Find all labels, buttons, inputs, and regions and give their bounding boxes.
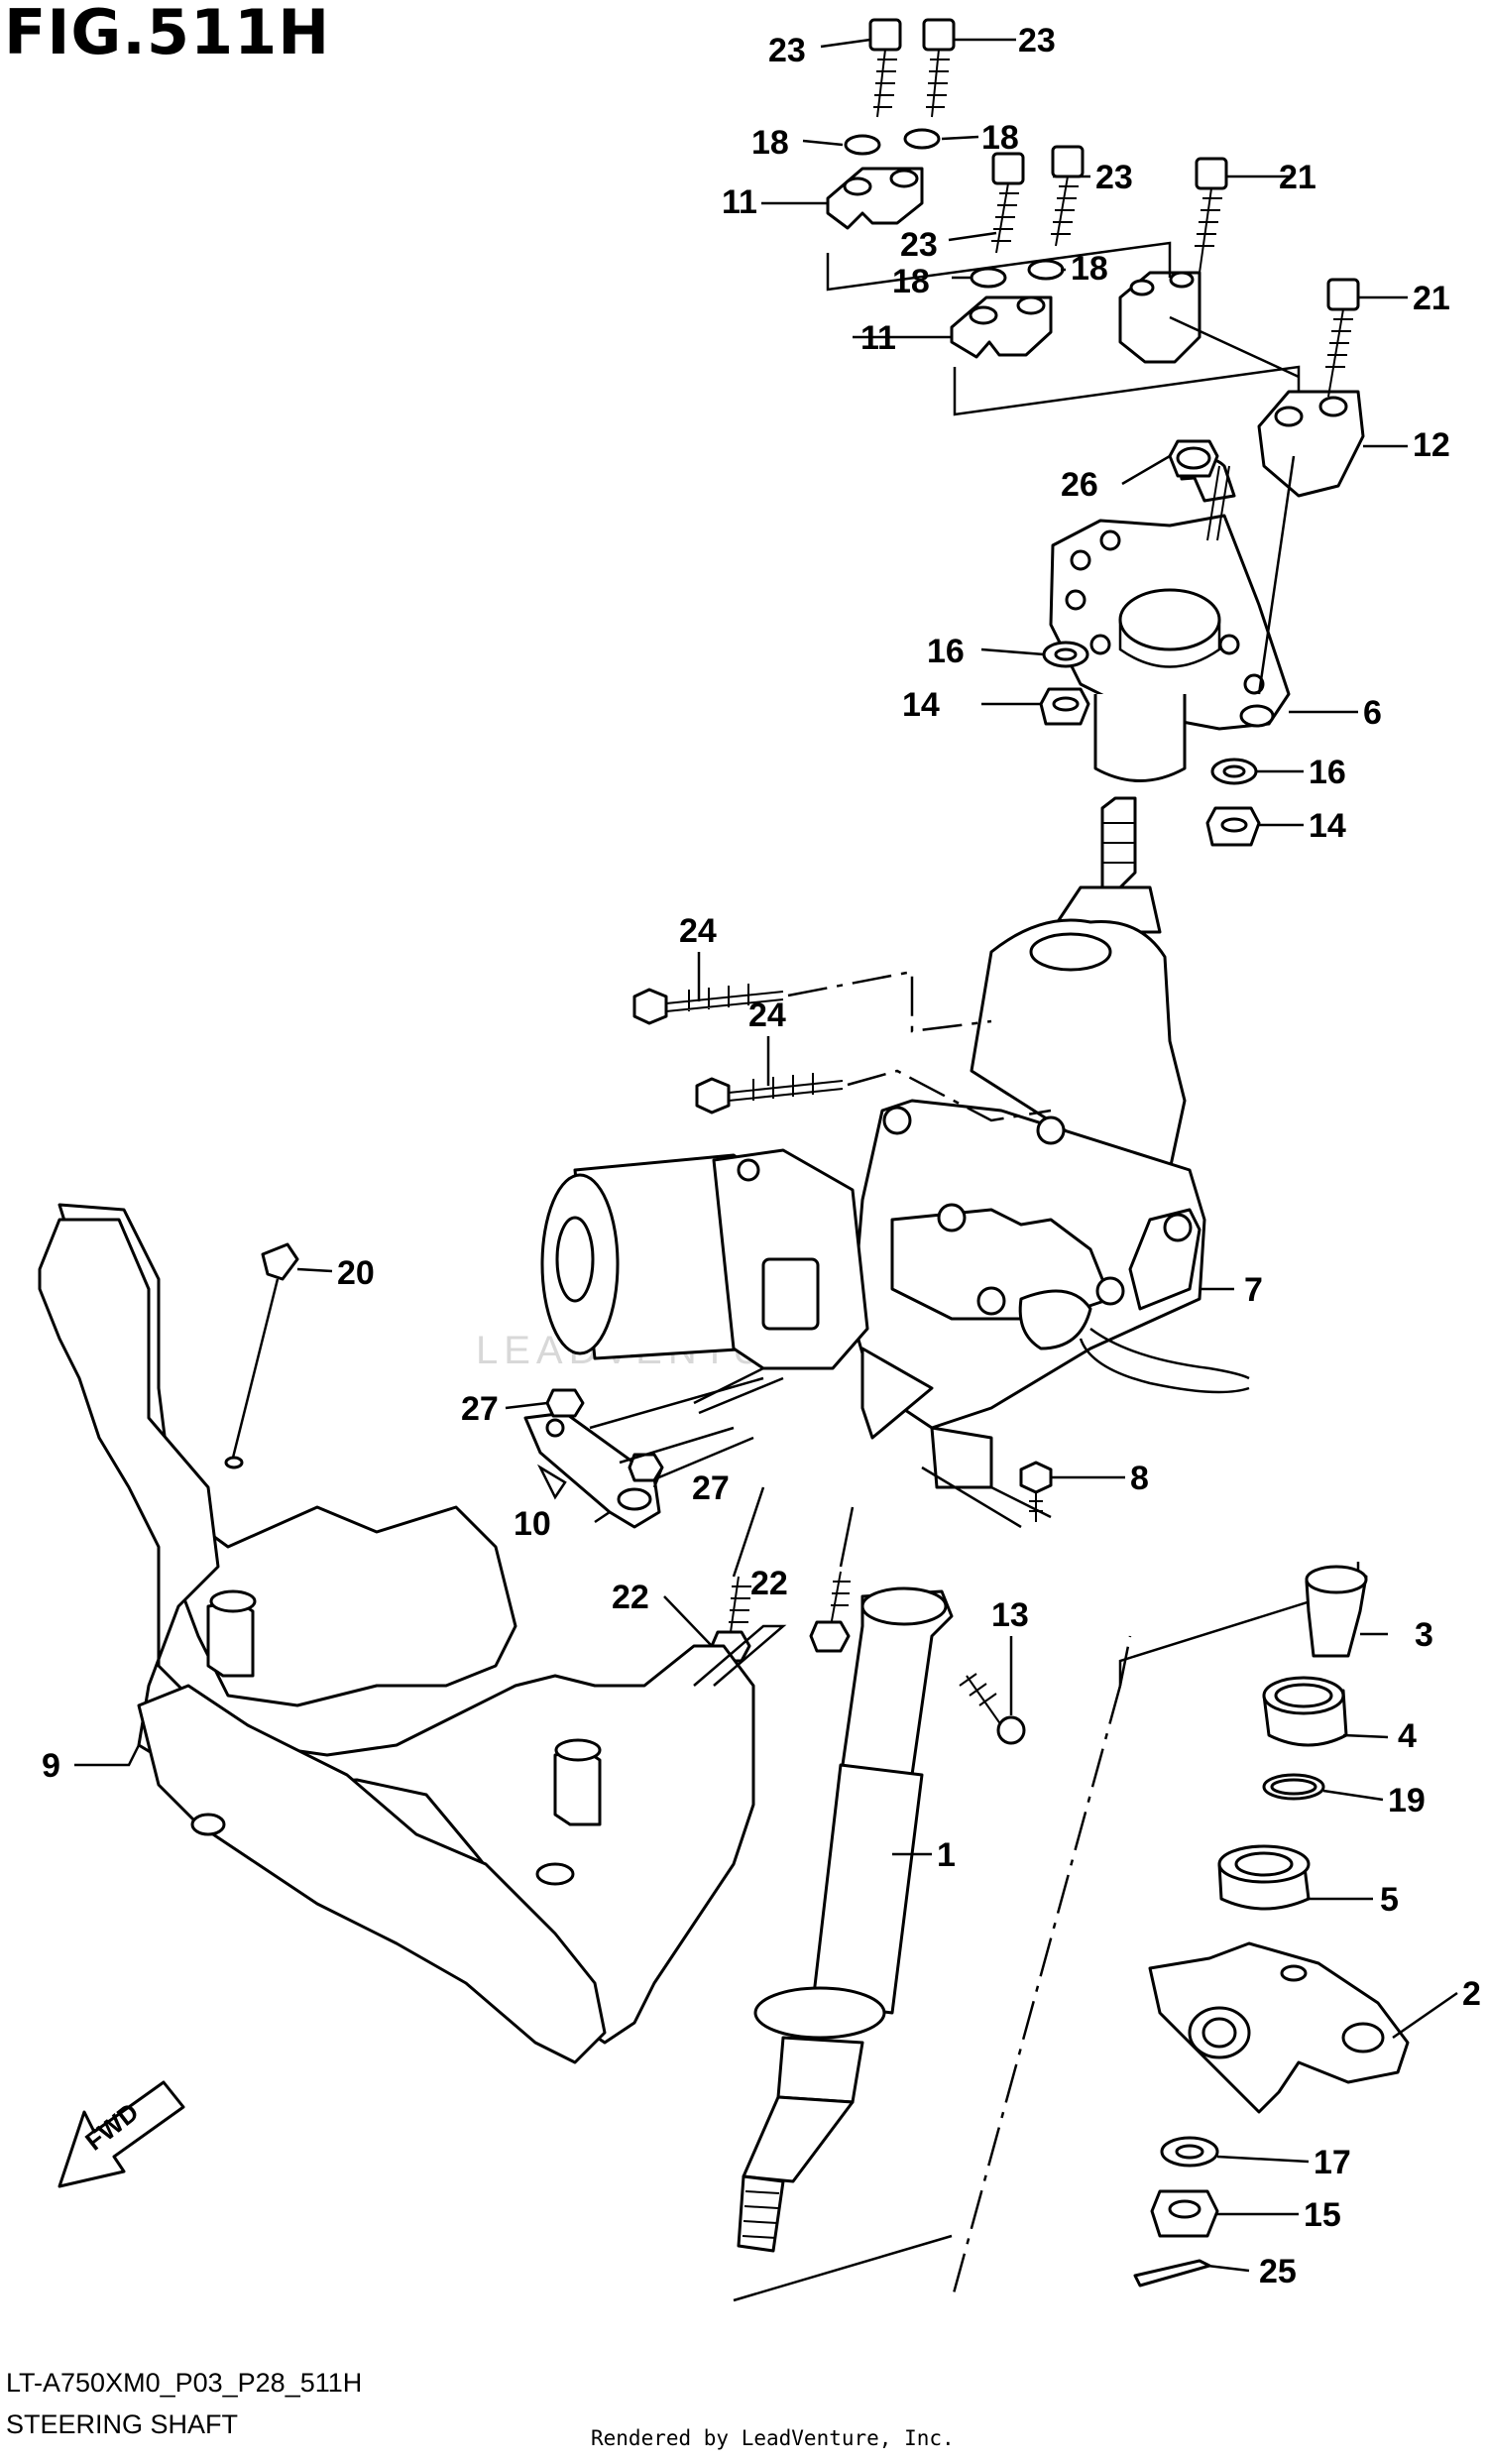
callout-24: 24: [679, 912, 717, 950]
callout-18: 18: [1071, 250, 1108, 288]
steering-holder: [1049, 455, 1296, 782]
upper-clamp-left: [826, 167, 924, 230]
callout-14: 14: [902, 686, 940, 724]
model-code: LT-A750XM0_P03_P28_511H: [6, 2368, 363, 2398]
bolts-22: [710, 1486, 855, 1663]
callout-5: 5: [1380, 1881, 1399, 1919]
steering-shaft: [737, 1586, 954, 2253]
guard: [38, 1203, 787, 2064]
fwd-arrow: FWD: [57, 2080, 185, 2188]
right-components: [1133, 1565, 1410, 2288]
lower-clamp-left: [1118, 271, 1201, 364]
clip-20: [224, 1242, 299, 1469]
callout-1: 1: [937, 1836, 956, 1874]
callout-27: 27: [692, 1469, 730, 1507]
leader-lines: [74, 38, 1458, 2273]
callout-17: 17: [1314, 2144, 1351, 2181]
upper-clamp-right: [950, 295, 1053, 359]
callout-21: 21: [1279, 159, 1316, 196]
nut-26: [1168, 439, 1219, 478]
callout-15: 15: [1304, 2196, 1341, 2234]
callout-7: 7: [1244, 1271, 1263, 1309]
callout-23: 23: [900, 226, 938, 264]
callout-27: 27: [461, 1390, 499, 1428]
callout-11: 11: [722, 183, 757, 221]
callout-19: 19: [1388, 1782, 1426, 1819]
callout-14: 14: [1309, 807, 1346, 845]
lower-clamp-right: [1257, 390, 1365, 498]
callout-16: 16: [1309, 754, 1346, 791]
callout-9: 9: [42, 1747, 60, 1785]
callout-22: 22: [750, 1565, 788, 1602]
bolt-8: [921, 1461, 1053, 1529]
callout-26: 26: [1061, 466, 1098, 504]
bolts-24: [632, 970, 1052, 1122]
callout-8: 8: [1130, 1460, 1149, 1497]
render-credit: Rendered by LeadVenture, Inc.: [591, 2426, 955, 2450]
callout-13: 13: [991, 1596, 1029, 1634]
section-name: STEERING SHAFT: [6, 2409, 239, 2439]
callout-4: 4: [1398, 1717, 1417, 1755]
callout-18: 18: [981, 119, 1019, 157]
callout-12: 12: [1413, 426, 1450, 464]
callout-2: 2: [1462, 1975, 1481, 2013]
callout-16: 16: [927, 633, 965, 670]
bracket-10: [523, 1376, 764, 1529]
clamp-bolts: [868, 18, 1360, 398]
callout-21: 21: [1413, 280, 1450, 317]
callout-23: 23: [1095, 159, 1133, 196]
callout-18: 18: [892, 263, 930, 300]
callout-10: 10: [514, 1505, 551, 1543]
callout-11: 11: [860, 319, 896, 357]
eps-unit: [540, 796, 1250, 1489]
callout-18: 18: [751, 124, 789, 162]
callout-23: 23: [768, 32, 806, 69]
callout-24: 24: [748, 997, 786, 1034]
callout-20: 20: [337, 1254, 375, 1292]
callout-25: 25: [1259, 2253, 1297, 2290]
callout-labels: 23 23 18 18 11 23 21 23 18 18 11 21 12 2…: [42, 22, 1481, 2290]
figure-title: FIG.511H: [4, 0, 331, 68]
callout-6: 6: [1363, 694, 1382, 732]
callout-22: 22: [612, 1579, 649, 1616]
bolt-13: [959, 1636, 1026, 1745]
callout-3: 3: [1415, 1616, 1433, 1654]
callout-23: 23: [1018, 22, 1056, 59]
